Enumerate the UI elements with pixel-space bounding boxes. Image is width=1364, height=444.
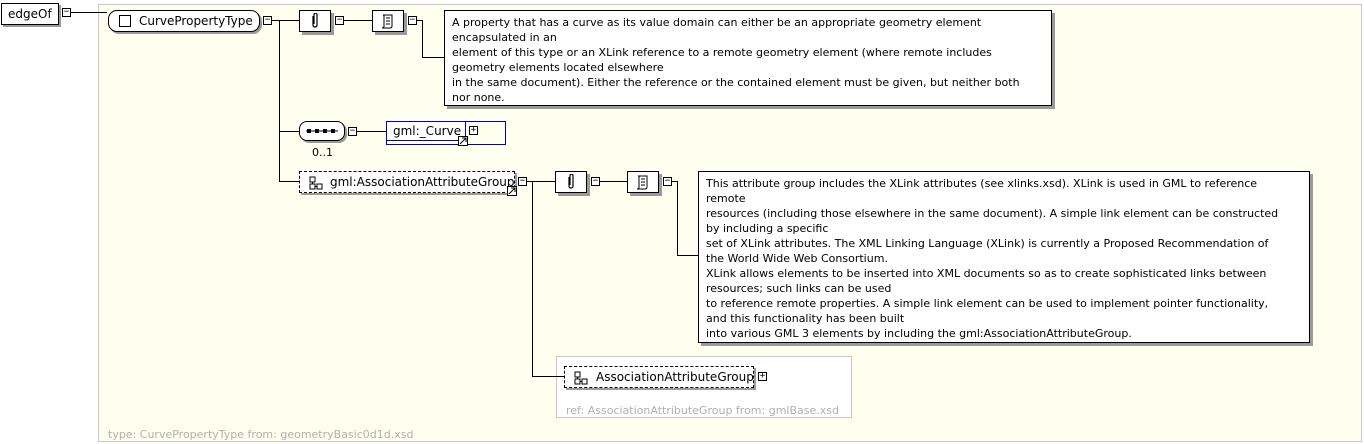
- complex-type-collapse-toggle[interactable]: −: [263, 15, 272, 25]
- documentation-1-collapse-toggle[interactable]: −: [408, 15, 417, 25]
- connector: [677, 255, 698, 256]
- connector: [279, 131, 299, 132]
- attribute-group-icon: [574, 371, 588, 385]
- curve-element[interactable]: gml:_Curve: [386, 121, 466, 141]
- attribute-group-node[interactable]: gml:AssociationAttributeGroup: [299, 171, 515, 193]
- connector: [71, 12, 107, 13]
- connector: [417, 20, 423, 21]
- ref-attribute-group-node[interactable]: AssociationAttributeGroup: [564, 366, 754, 388]
- root-element[interactable]: edgeOf: [1, 3, 59, 25]
- ref-attribute-group-expand-toggle[interactable]: +: [758, 371, 767, 381]
- doc2-line: the World Wide Web Consortium.: [706, 252, 888, 265]
- doc2-line: to reference remote properties. A simple…: [706, 297, 1269, 310]
- connector: [600, 181, 627, 182]
- attribute-group-icon: [309, 176, 323, 190]
- reference-arrow-icon[interactable]: [507, 186, 517, 196]
- connector: [272, 20, 280, 21]
- doc2-line: and this functionality has been built: [706, 312, 905, 325]
- type-footer: type: CurvePropertyType from: geometryBa…: [108, 428, 414, 441]
- connector: [677, 181, 678, 256]
- connector: [532, 376, 564, 377]
- complex-type-label: CurvePropertyType: [139, 14, 253, 28]
- connector: [527, 181, 555, 182]
- connector: [357, 131, 386, 132]
- documentation-node-2[interactable]: [627, 171, 659, 193]
- connector: [279, 181, 299, 182]
- documentation-node-1[interactable]: [372, 10, 404, 32]
- doc1-line: element of this type or an XLink referen…: [452, 46, 992, 59]
- doc2-line: resources (including those elsewhere in …: [706, 207, 1279, 220]
- ref-attribute-group-label: AssociationAttributeGroup: [596, 370, 754, 384]
- attribute-group-label: gml:AssociationAttributeGroup: [330, 175, 515, 189]
- doc1-line: nor none.: [452, 91, 505, 104]
- root-element-label: edgeOf: [8, 7, 52, 21]
- scroll-icon: [381, 14, 393, 29]
- sequence-icon: [306, 129, 338, 133]
- curve-element-label: gml:_Curve: [393, 124, 462, 138]
- paperclip-icon: [568, 174, 574, 189]
- doc2-line: This attribute group includes the XLink …: [706, 177, 1258, 190]
- root-collapse-toggle[interactable]: −: [62, 7, 71, 17]
- reference-arrow-icon[interactable]: [458, 136, 468, 146]
- doc1-line: geometry elements located elsewhere: [452, 61, 664, 74]
- doc2-line: resources; such links can be used: [706, 282, 892, 295]
- sequence-cardinality: 0..1: [312, 146, 333, 159]
- documentation-2-collapse-toggle[interactable]: −: [663, 176, 672, 186]
- ref-group-footer: ref: AssociationAttributeGroup from: gml…: [566, 404, 839, 417]
- connector: [672, 181, 678, 182]
- doc1-line: A property that has a curve as its value…: [452, 16, 982, 29]
- connector: [344, 20, 372, 21]
- connector: [422, 57, 444, 58]
- curve-element-expand-toggle[interactable]: +: [469, 125, 478, 135]
- type-checkbox-icon: [119, 15, 131, 27]
- scroll-icon: [636, 175, 648, 190]
- connector: [422, 20, 423, 58]
- documentation-text-1: A property that has a curve as its value…: [444, 10, 1052, 106]
- sequence-collapse-toggle[interactable]: −: [348, 126, 357, 136]
- sequence-compositor[interactable]: [299, 121, 345, 141]
- doc2-line: XLink allows elements to be inserted int…: [706, 267, 1267, 280]
- connector: [279, 20, 280, 182]
- documentation-text-2: This attribute group includes the XLink …: [698, 171, 1310, 343]
- doc2-line: set of XLink attributes. The XML Linking…: [706, 237, 1269, 250]
- curve-element-outline: [386, 121, 506, 145]
- annotation-node-2[interactable]: [555, 171, 587, 193]
- connector: [279, 20, 299, 21]
- attribute-group-collapse-toggle[interactable]: −: [518, 176, 527, 186]
- annotation-2-collapse-toggle[interactable]: −: [591, 176, 600, 186]
- doc2-line: remote: [706, 192, 746, 205]
- complex-type-node[interactable]: CurvePropertyType: [108, 10, 260, 32]
- annotation-1-collapse-toggle[interactable]: −: [335, 15, 344, 25]
- doc2-line: by including a specific: [706, 222, 829, 235]
- doc1-line: encapsulated in an: [452, 31, 557, 44]
- doc1-line: in the same document). Either the refere…: [452, 76, 1020, 89]
- paperclip-icon: [312, 13, 318, 28]
- doc2-line: into various GML 3 elements by including…: [706, 327, 1132, 340]
- connector: [532, 181, 533, 377]
- annotation-node-1[interactable]: [299, 10, 331, 32]
